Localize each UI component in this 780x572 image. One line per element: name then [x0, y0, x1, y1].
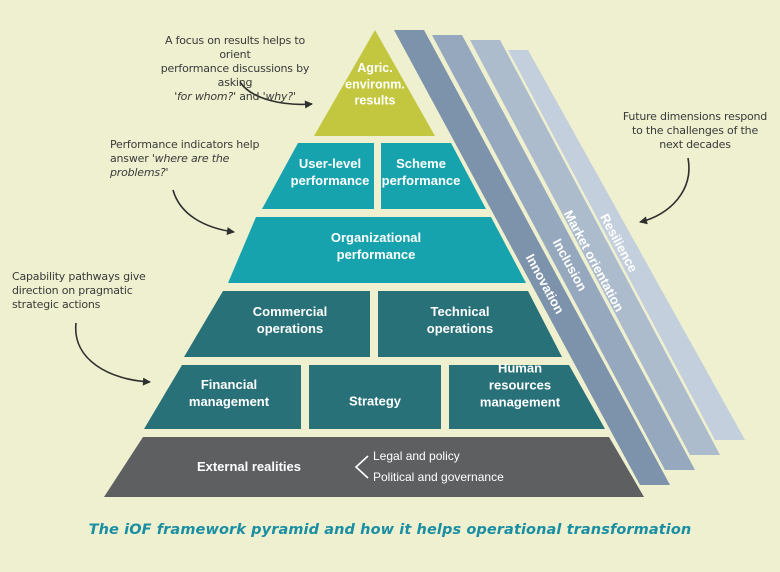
annotation-capability-line3: strategic actions [12, 298, 101, 311]
annotation-results-line1: A focus on results helps to orient [164, 34, 306, 61]
annotation-future-line3: next decades [659, 138, 731, 151]
block-organizational-performance [228, 217, 526, 283]
hr-label-line-2: resources [489, 378, 551, 393]
band-resilience [508, 50, 745, 440]
block-commercial-operations [184, 291, 370, 357]
pyramid [104, 30, 644, 497]
block-hr-management [449, 365, 605, 429]
organizational-label: Organizational performance [331, 230, 421, 262]
legal-policy-label: Legal and policy [373, 449, 460, 463]
annotation-results-q1: 'for whom?' [174, 90, 236, 103]
annotation-results: A focus on results helps to orient perfo… [150, 34, 320, 104]
band-inclusion [432, 35, 695, 470]
commercial-label: Commercial operations [253, 304, 327, 336]
commercial-label-line-2: operations [257, 321, 323, 336]
annotation-indicators-line3: problems?' [110, 166, 270, 180]
arrow-results [239, 81, 313, 109]
strategy-label-line-1: Strategy [349, 394, 402, 409]
strategy-label: Strategy [349, 394, 402, 409]
arrow-capability [75, 322, 151, 386]
political-governance-label: Political and governance [373, 470, 504, 484]
annotation-future: Future dimensions respond to the challen… [620, 110, 770, 152]
apex-label-line-1: Agric. [357, 61, 392, 75]
block-user-level-performance [262, 143, 374, 209]
base-external-realities [104, 437, 644, 497]
scheme-label: Scheme performance [382, 156, 461, 188]
dimension-bands [394, 30, 745, 485]
user-level-label-line-2: performance [291, 173, 370, 188]
apex-label-line-2: environm. [345, 77, 405, 91]
technical-label-line-1: Technical [430, 304, 489, 319]
band-market-orientation [470, 40, 720, 455]
annotation-capability-line1: Capability pathways give [12, 270, 146, 283]
hr-label-line-3: management [480, 394, 561, 409]
annotation-results-q2: 'why?' [262, 90, 296, 103]
arrow-future [639, 157, 690, 225]
arrow-indicators [172, 189, 235, 236]
annotation-future-line1: Future dimensions respond [622, 110, 768, 123]
annotation-indicators-line2: answer 'where are the [110, 152, 270, 166]
block-financial-management [144, 365, 301, 429]
figure-caption: The iOF framework pyramid and how it hel… [88, 522, 692, 538]
user-level-label: User-level performance [291, 156, 370, 188]
band-innovation [394, 30, 670, 485]
annotation-indicators-answer: answer [110, 152, 152, 165]
annotation-capability-line2: direction on pragmatic [12, 284, 133, 297]
financial-label-line-1: Financial [201, 377, 257, 392]
financial-label-line-2: management [189, 394, 270, 409]
scheme-label-line-2: performance [382, 173, 461, 188]
apex-block [314, 30, 435, 136]
annotation-results-line2: performance discussions by asking [160, 62, 310, 89]
financial-label: Financial management [189, 377, 270, 409]
technical-label: Technical operations [427, 304, 493, 336]
annotation-indicators-q: 'where are the [151, 152, 230, 165]
user-level-label-line-1: User-level [299, 156, 361, 171]
annotation-indicators-line1: Performance indicators help [110, 138, 260, 151]
organizational-label-line-1: Organizational [331, 230, 421, 245]
block-strategy [309, 365, 441, 429]
hr-label-line-1: Human [498, 361, 542, 376]
annotation-indicators-q2: problems?' [110, 166, 169, 179]
annotation-results-and: and [235, 90, 263, 103]
organizational-label-line-2: performance [337, 247, 416, 262]
block-technical-operations [378, 291, 562, 357]
technical-label-line-2: operations [427, 321, 493, 336]
commercial-label-line-1: Commercial [253, 304, 327, 319]
annotation-future-line2: to the challenges of the [631, 124, 759, 137]
apex-label: Agric. environm. results [345, 61, 405, 108]
bracket-chevron [354, 455, 369, 479]
external-realities-label: External realities [197, 459, 301, 474]
block-scheme-performance [381, 143, 486, 209]
annotation-capability: Capability pathways give direction on pr… [12, 270, 162, 312]
annotation-results-line3: 'for whom?' and 'why?' [150, 90, 320, 104]
annotation-indicators: Performance indicators help answer 'wher… [110, 138, 270, 180]
scheme-label-line-1: Scheme [396, 156, 446, 171]
apex-label-line-3: results [355, 94, 396, 108]
